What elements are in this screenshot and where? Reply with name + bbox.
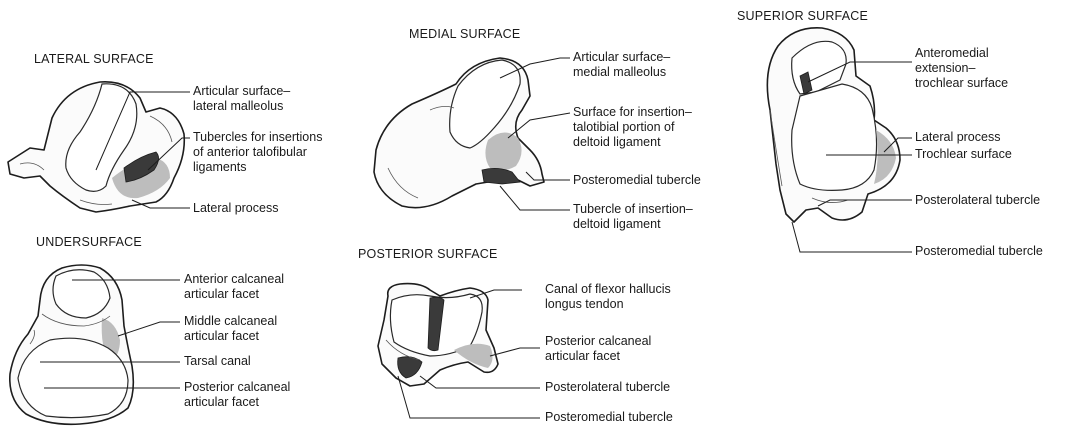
superior-surface-talus-drawing bbox=[767, 28, 900, 222]
label-posteromedial-tubercle-superior: Posteromedial tubercle bbox=[915, 244, 1043, 259]
medial-surface-title: MEDIAL SURFACE bbox=[409, 27, 520, 41]
medial-surface-talus-drawing bbox=[374, 58, 544, 208]
lateral-surface-title: LATERAL SURFACE bbox=[34, 52, 154, 66]
posterior-surface-title: POSTERIOR SURFACE bbox=[358, 247, 498, 261]
label-tarsal-canal: Tarsal canal bbox=[184, 354, 251, 369]
undersurface-title: UNDERSURFACE bbox=[36, 235, 142, 249]
label-articular-surface-medial-malleolus: Articular surface–medial malleolus bbox=[573, 50, 670, 80]
label-posteromedial-tubercle-medial: Posteromedial tubercle bbox=[573, 173, 701, 188]
posterior-surface-talus-drawing bbox=[378, 284, 498, 386]
label-posterolateral-tubercle-superior: Posterolateral tubercle bbox=[915, 193, 1040, 208]
label-tubercle-insertion-deltoid: Tubercle of insertion–deltoid ligament bbox=[573, 202, 693, 232]
label-posterolateral-tubercle-posterior: Posterolateral tubercle bbox=[545, 380, 670, 395]
lateral-surface-talus-drawing bbox=[8, 82, 184, 212]
label-articular-surface-lateral-malleolus: Articular surface–lateral malleolus bbox=[193, 84, 290, 114]
label-posteromedial-tubercle-posterior: Posteromedial tubercle bbox=[545, 410, 673, 425]
label-surface-talotibial-deltoid: Surface for insertion–talotibial portion… bbox=[573, 105, 692, 150]
superior-surface-title: SUPERIOR SURFACE bbox=[737, 9, 868, 23]
label-lateral-process-superior: Lateral process bbox=[915, 130, 1000, 145]
undersurface-talus-drawing bbox=[10, 265, 134, 424]
label-trochlear-surface: Trochlear surface bbox=[915, 147, 1012, 162]
label-lateral-process: Lateral process bbox=[193, 201, 278, 216]
